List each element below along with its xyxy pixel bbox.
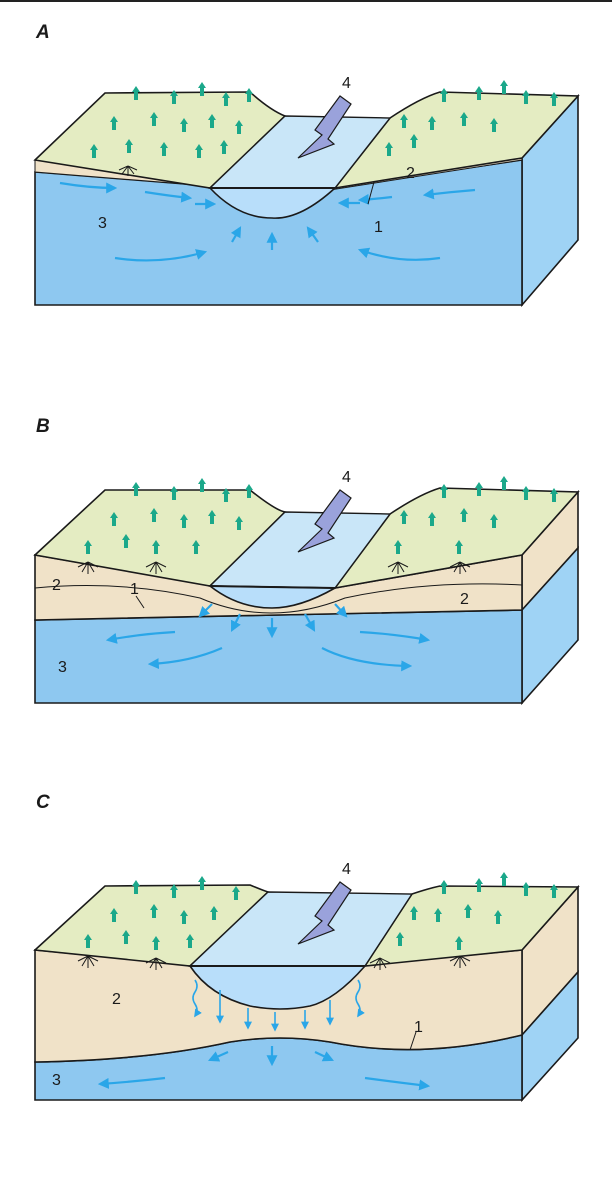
label-unsaturated: 1	[130, 581, 139, 598]
label-stream-arrow: 4	[342, 75, 351, 92]
stream-channel	[208, 187, 338, 219]
label-soil-right: 2	[460, 591, 469, 608]
panel-a: A	[33, 22, 580, 308]
flow-arrows	[97, 1046, 431, 1091]
label-soil: 2	[112, 991, 121, 1008]
panel-letter: A	[35, 22, 50, 43]
label-soil: 2	[406, 165, 415, 182]
stream-channel	[207, 585, 338, 609]
label-stream-arrow: 4	[342, 469, 351, 486]
panel-letter: B	[36, 416, 50, 437]
stream-flow-arrow	[297, 881, 352, 945]
label-groundwater: 3	[58, 659, 67, 676]
root-icon	[118, 165, 138, 176]
label-soil-left: 2	[52, 577, 61, 594]
land-surface	[363, 885, 580, 967]
flow-arrows	[59, 181, 476, 262]
panel-letter: C	[36, 792, 50, 813]
groundwater-zone	[34, 609, 523, 704]
stream-channel	[188, 965, 367, 1010]
label-unsaturated: 1	[374, 219, 383, 236]
label-groundwater: 3	[98, 215, 107, 232]
label-unsaturated: 1	[414, 1019, 423, 1036]
stream-flow-arrow	[297, 489, 352, 553]
root-icon	[77, 955, 471, 970]
flow-arrows	[105, 603, 431, 672]
root-icon	[77, 561, 471, 574]
top-rule	[0, 0, 612, 2]
stream-flow-arrow	[297, 95, 352, 159]
plant-icons	[90, 80, 558, 158]
panel-b: B	[33, 416, 580, 706]
plant-icons	[84, 872, 558, 950]
label-stream-arrow: 4	[342, 861, 351, 878]
plant-icons	[84, 476, 558, 554]
seepage-arrows	[192, 979, 365, 1032]
label-groundwater: 3	[52, 1072, 61, 1089]
land-surface	[333, 91, 580, 190]
panel-c: C	[33, 792, 580, 1103]
